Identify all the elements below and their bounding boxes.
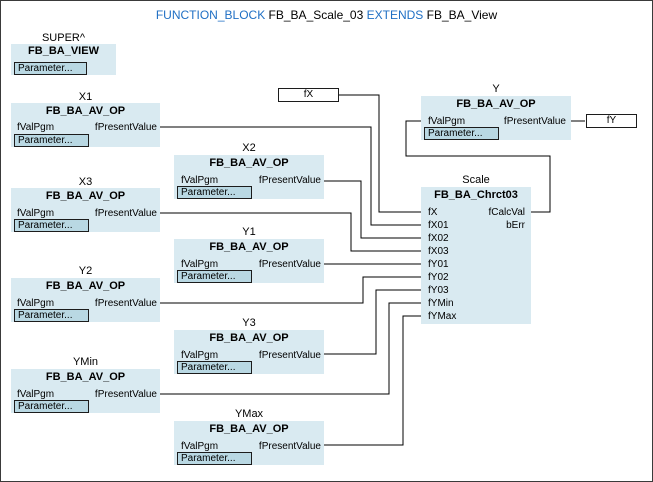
ymin-parameter-button[interactable]: Parameter...: [14, 400, 89, 413]
pin-fvalpgm: fValPgm: [181, 350, 219, 361]
av-block-y: FB_BA_AV_OP fValPgm fPresentValue Parame…: [421, 96, 571, 140]
av-block-y3: FB_BA_AV_OP fValPgm fPresentValue Parame…: [174, 330, 324, 374]
pin-fpresentvalue: fPresentValue: [258, 441, 321, 452]
av-block-type: FB_BA_AV_OP: [456, 98, 536, 110]
av-block-type: FB_BA_AV_OP: [209, 332, 289, 344]
scale-instance-label: Scale: [462, 174, 490, 186]
wire-x2-to-fx02: [323, 180, 421, 239]
pin-fy03: fY03: [428, 285, 449, 296]
keyword-extends: EXTENDS: [366, 8, 424, 22]
pin-fpresentvalue: fPresentValue: [94, 389, 157, 400]
super-parameter-button[interactable]: Parameter...: [14, 62, 87, 75]
pin-fymin: fYMin: [428, 298, 454, 309]
pin-fvalpgm: fValPgm: [17, 389, 55, 400]
x2-instance-label: X2: [242, 142, 256, 154]
pin-fpresentvalue: fPresentValue: [94, 208, 157, 219]
pin-fvalpgm: fValPgm: [181, 175, 219, 186]
pin-berr: bErr: [506, 220, 525, 231]
pin-fvalpgm: fValPgm: [181, 441, 219, 452]
pin-fcalcval: fCalcVal: [488, 207, 526, 218]
av-block-x1: FB_BA_AV_OP fValPgm fPresentValue Parame…: [11, 103, 160, 147]
super-view-block: FB_BA_VIEW Parameter...: [11, 44, 116, 75]
pin-fvalpgm: fValPgm: [17, 208, 55, 219]
super-block-type: FB_BA_VIEW: [28, 45, 99, 57]
wire-y3-to-fy03: [323, 289, 421, 355]
scale-chrct03-block: FB_BA_Chrct03 fX fX01 fX02 fX03 fY01 fY0…: [421, 187, 531, 324]
ymax-instance-label: YMax: [234, 408, 264, 420]
wire-ymax-to-fymax: [323, 315, 421, 446]
y1-instance-label: Y1: [242, 226, 256, 238]
input-variable-fx[interactable]: fX: [278, 88, 339, 102]
pin-fpresentvalue: fPresentValue: [503, 116, 566, 127]
output-variable-fy[interactable]: fY: [586, 114, 637, 128]
y-parameter-button[interactable]: Parameter...: [424, 127, 499, 140]
pin-fpresentvalue: fPresentValue: [258, 350, 321, 361]
av-block-type: FB_BA_AV_OP: [209, 157, 289, 169]
x1-parameter-button[interactable]: Parameter...: [14, 134, 89, 147]
y-instance-label: Y: [492, 83, 500, 95]
pin-fpresentvalue: fPresentValue: [94, 122, 157, 133]
pin-fpresentvalue: fPresentValue: [94, 298, 157, 309]
pin-fvalpgm: fValPgm: [181, 259, 219, 270]
av-block-ymin: FB_BA_AV_OP fValPgm fPresentValue Parame…: [11, 369, 160, 413]
av-block-type: FB_BA_AV_OP: [45, 190, 126, 202]
av-block-x3: FB_BA_AV_OP fValPgm fPresentValue Parame…: [11, 188, 160, 232]
pin-fx01: fX01: [428, 220, 449, 231]
y3-parameter-button[interactable]: Parameter...: [177, 361, 252, 374]
diagram-title: FUNCTION_BLOCK FB_BA_Scale_03 EXTENDS FB…: [1, 8, 652, 22]
super-instance-label: SUPER^: [41, 32, 86, 44]
pin-fvalpgm: fValPgm: [17, 298, 55, 309]
av-block-type: FB_BA_AV_OP: [45, 280, 126, 292]
pin-fpresentvalue: fPresentValue: [258, 175, 321, 186]
wire-fx-to-scale: [338, 94, 421, 213]
pin-fy02: fY02: [428, 272, 449, 283]
ymin-instance-label: YMin: [72, 356, 99, 368]
x3-parameter-button[interactable]: Parameter...: [14, 219, 89, 232]
pin-fx03: fX03: [428, 246, 449, 257]
pin-fx02: fX02: [428, 233, 449, 244]
x3-instance-label: X3: [78, 176, 93, 188]
wire-x1-to-fx01: [159, 126, 421, 226]
av-block-type: FB_BA_AV_OP: [45, 105, 126, 117]
ymax-parameter-button[interactable]: Parameter...: [177, 452, 252, 465]
x1-instance-label: X1: [78, 91, 93, 103]
wire-fcalcval-to-y: [405, 120, 551, 213]
av-block-type: FB_BA_AV_OP: [45, 371, 126, 383]
pin-fvalpgm: fValPgm: [17, 122, 55, 133]
wire-y2-to-fy02: [159, 276, 421, 304]
av-block-ymax: FB_BA_AV_OP fValPgm fPresentValue Parame…: [174, 421, 324, 465]
y1-parameter-button[interactable]: Parameter...: [177, 270, 252, 283]
function-block-name: FB_BA_Scale_03: [268, 8, 364, 22]
pin-fy01: fY01: [428, 259, 449, 270]
pin-fvalpgm: fValPgm: [428, 116, 466, 127]
scale-block-type: FB_BA_Chrct03: [434, 189, 518, 201]
av-block-y1: FB_BA_AV_OP fValPgm fPresentValue Parame…: [174, 239, 324, 283]
y2-parameter-button[interactable]: Parameter...: [14, 309, 89, 322]
y2-instance-label: Y2: [78, 265, 93, 277]
av-block-y2: FB_BA_AV_OP fValPgm fPresentValue Parame…: [11, 278, 160, 322]
x2-parameter-button[interactable]: Parameter...: [177, 186, 252, 199]
pin-fx: fX: [428, 207, 438, 218]
wire-ymin-to-fymin: [159, 302, 421, 395]
wire-x3-to-fx03: [159, 212, 421, 252]
y3-instance-label: Y3: [242, 317, 256, 329]
pin-fymax: fYMax: [428, 311, 457, 322]
pin-fpresentvalue: fPresentValue: [258, 259, 321, 270]
keyword-function-block: FUNCTION_BLOCK: [155, 8, 266, 22]
av-block-type: FB_BA_AV_OP: [209, 241, 289, 253]
base-block-name: FB_BA_View: [426, 8, 498, 22]
av-block-x2: FB_BA_AV_OP fValPgm fPresentValue Parame…: [174, 155, 324, 199]
av-block-type: FB_BA_AV_OP: [209, 423, 289, 435]
